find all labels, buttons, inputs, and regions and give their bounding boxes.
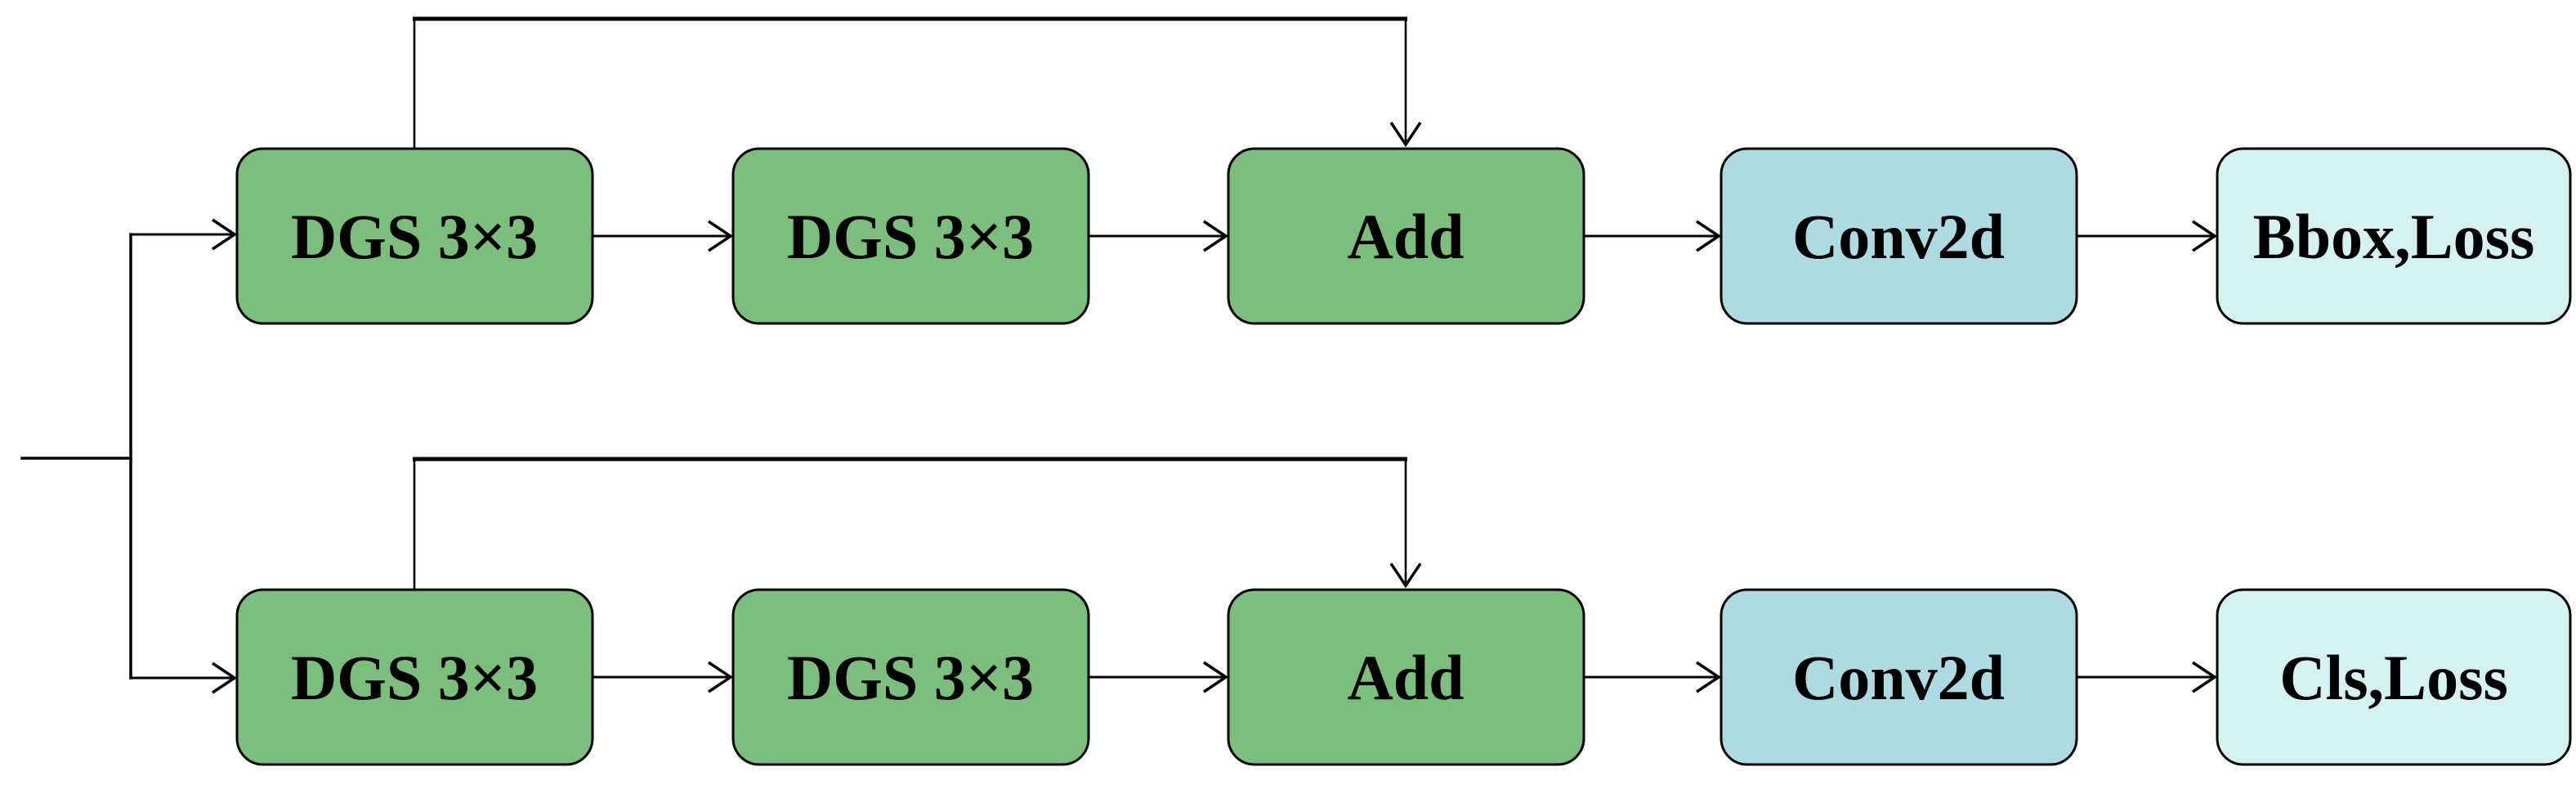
- connectors: [20, 16, 2218, 694]
- node-conv2d-top-label: Conv2d: [1792, 201, 2005, 272]
- node-add-top-label: Add: [1347, 201, 1464, 272]
- node-dgs1-top: [235, 147, 594, 325]
- node-conv2d-bottom-label: Conv2d: [1792, 642, 2005, 713]
- node-cls-loss-label: Cls,Loss: [2279, 642, 2508, 713]
- node-dgs2-top-label: DGS 3×3: [787, 201, 1034, 272]
- cls-branch: DGS 3×3 DGS 3×3 Add Conv2d Cls,Loss: [235, 588, 2572, 766]
- node-dgs1-bottom: [235, 588, 594, 766]
- node-dgs2-bottom: [731, 588, 1090, 766]
- node-dgs1-bottom-label: DGS 3×3: [291, 642, 538, 713]
- node-cls-loss: [2216, 588, 2572, 766]
- node-dgs2-bottom-label: DGS 3×3: [787, 642, 1034, 713]
- bbox-branch: DGS 3×3 DGS 3×3 Add Conv2d Bbox,Loss: [235, 147, 2572, 325]
- node-conv2d-bottom: [1720, 588, 2078, 766]
- node-add-bottom-label: Add: [1347, 642, 1464, 713]
- node-bbox-loss: [2216, 147, 2572, 325]
- node-bbox-loss-label: Bbox,Loss: [2253, 201, 2535, 272]
- node-conv2d-top: [1720, 147, 2078, 325]
- node-dgs2-top: [731, 147, 1090, 325]
- node-dgs1-top-label: DGS 3×3: [291, 201, 538, 272]
- node-add-bottom: [1227, 588, 1585, 766]
- node-add-top: [1227, 147, 1585, 325]
